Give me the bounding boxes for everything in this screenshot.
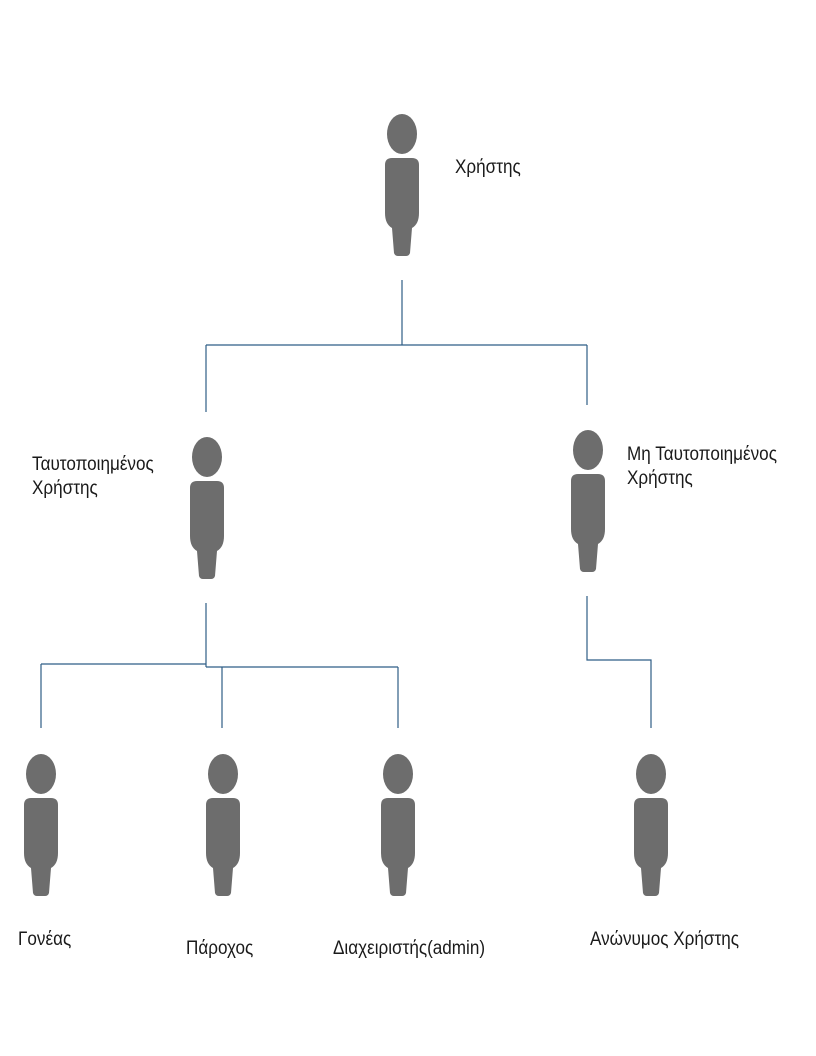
person-head	[208, 754, 238, 794]
unauthenticated-label-line-1: Μη Ταυτοποιημένος	[627, 444, 777, 465]
connector-unauthenticated	[586, 596, 652, 728]
person-body	[206, 798, 240, 896]
person-body	[385, 158, 419, 256]
parent-person-icon	[24, 754, 58, 896]
anonymous-person-icon	[634, 754, 668, 896]
person-head	[573, 430, 603, 470]
connector-root	[205, 280, 588, 412]
user-label: Χρήστης	[455, 157, 521, 178]
connector-authenticated	[40, 603, 399, 728]
person-head	[636, 754, 666, 794]
authenticated-user-label: Ταυτοποιημένος Χρήστης	[32, 453, 154, 501]
parent-label: Γονέας	[18, 929, 72, 950]
provider-label: Πάροχος	[186, 938, 254, 959]
admin-person-icon	[381, 754, 415, 896]
authenticated-label-line-2: Χρήστης	[32, 478, 98, 499]
person-head	[26, 754, 56, 794]
authenticated-person-icon	[190, 437, 224, 579]
unauthenticated-label-line-2: Χρήστης	[627, 468, 693, 489]
person-body	[24, 798, 58, 896]
anonymous-user-label: Ανώνυμος Χρήστης	[590, 929, 739, 950]
provider-person-icon	[206, 754, 240, 896]
person-head	[192, 437, 222, 477]
admin-label: Διαχειριστής(admin)	[333, 938, 486, 959]
connectors	[40, 280, 652, 728]
unauthenticated-person-icon	[571, 430, 605, 572]
person-body	[571, 474, 605, 572]
person-head	[387, 114, 417, 154]
user-person-icon	[385, 114, 419, 256]
person-body	[381, 798, 415, 896]
unauthenticated-user-label: Μη Ταυτοποιημένος Χρήστης	[627, 443, 777, 491]
person-body	[634, 798, 668, 896]
person-head	[383, 754, 413, 794]
people	[24, 114, 668, 896]
authenticated-label-line-1: Ταυτοποιημένος	[32, 454, 154, 475]
person-body	[190, 481, 224, 579]
